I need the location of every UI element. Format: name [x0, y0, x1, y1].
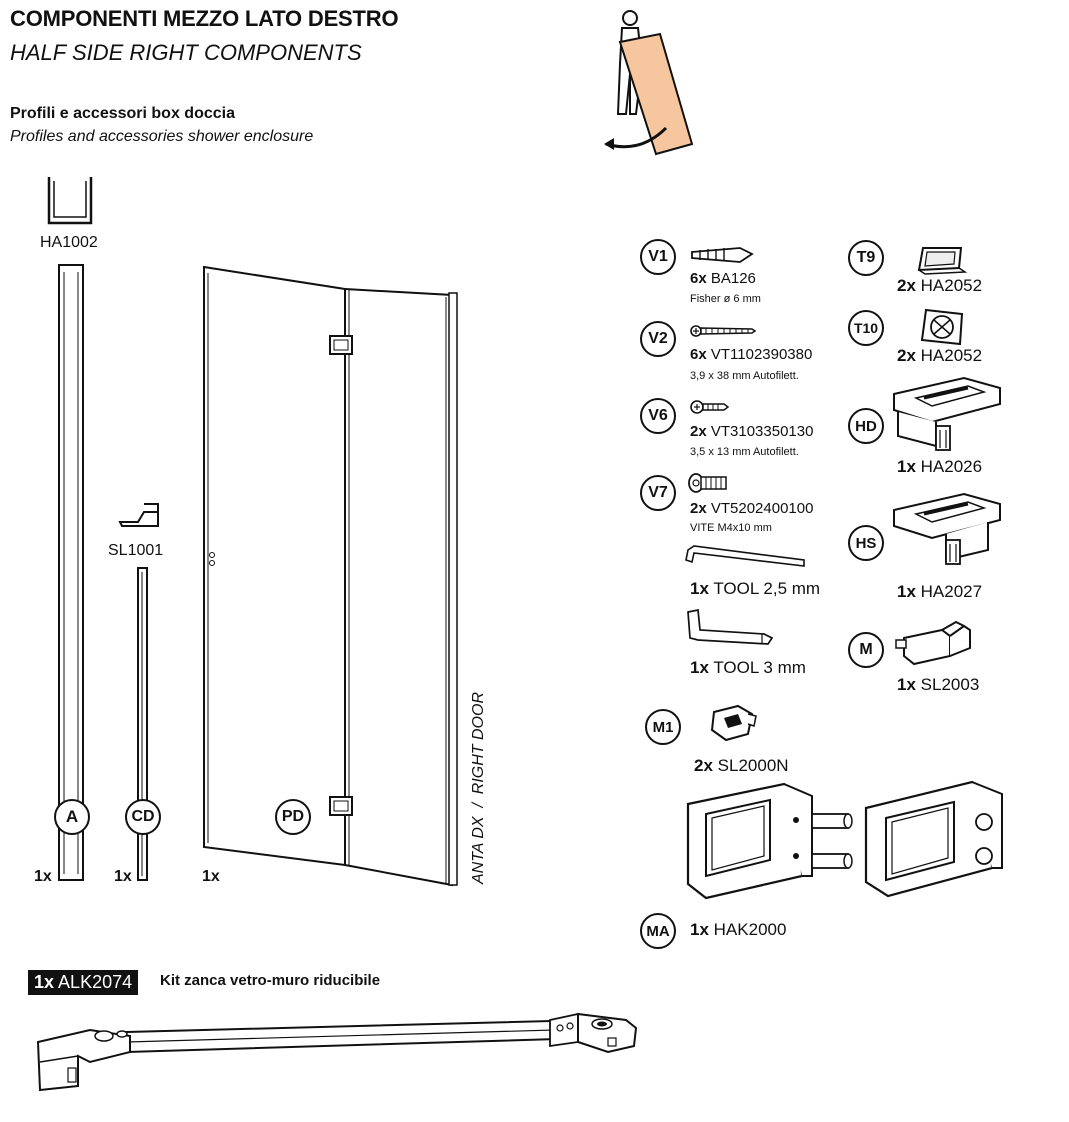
- handling-person-icon: [604, 10, 694, 156]
- v2-code: VT1102390380: [710, 346, 813, 363]
- right-door-drawing: [203, 265, 458, 887]
- tool25-code: TOOL 2,5 mm: [713, 579, 821, 598]
- t10-qty: 2x: [897, 346, 916, 365]
- sl1001-code: SL1001: [108, 542, 164, 559]
- label-v2: V2: [640, 321, 676, 357]
- ma-code: HAK2000: [713, 920, 787, 939]
- tool3-qty: 1x: [690, 658, 709, 677]
- allen-key-2-5-icon: [685, 545, 805, 567]
- t9-code: HA2052: [920, 276, 983, 295]
- v1-qty: 6x: [690, 270, 707, 287]
- v2-qty: 6x: [690, 346, 707, 363]
- end-cap-t10-icon: [920, 308, 964, 346]
- subtitle-it: Profili e accessori box doccia: [10, 105, 235, 122]
- label-v1: V1: [640, 239, 676, 275]
- tool25-qty: 1x: [690, 579, 709, 598]
- m1-code: SL2000N: [717, 756, 789, 775]
- label-t10: T10: [848, 310, 884, 346]
- v7-code: VT5202400100: [710, 500, 814, 517]
- label-ma: MA: [640, 913, 676, 949]
- hs-qty: 1x: [897, 582, 916, 601]
- door-qty: 1x: [202, 868, 220, 885]
- m-qty: 1x: [897, 675, 916, 694]
- v6-desc: 3,5 x 13 mm Autofilett.: [690, 446, 799, 458]
- v6-qty: 2x: [690, 423, 707, 440]
- ma-qty: 1x: [690, 920, 709, 939]
- kit-qty: 1x: [34, 972, 55, 992]
- hd-qty: 1x: [897, 457, 916, 476]
- v7-desc: VITE M4x10 mm: [690, 522, 772, 534]
- label-m1: M1: [645, 709, 681, 745]
- machine-screw-icon: [688, 473, 727, 493]
- v1-code: BA126: [710, 270, 756, 287]
- label-m: M: [848, 632, 884, 668]
- long-screw-icon: [690, 325, 757, 337]
- wall-bracket-right-icon: [864, 780, 1003, 898]
- v1-desc: Fisher ø 6 mm: [690, 293, 761, 305]
- m1-qty: 2x: [694, 756, 713, 775]
- label-a: A: [54, 799, 90, 835]
- m-code: SL2003: [920, 675, 980, 694]
- t9-qty: 2x: [897, 276, 916, 295]
- hinge-hd-icon: [893, 376, 1001, 451]
- glass-wall-bar-kit-icon: [36, 1012, 638, 1092]
- ha1002-qty: 1x: [34, 868, 52, 885]
- kit-desc: Kit zanca vetro-muro riducibile: [160, 972, 381, 989]
- wall-plug-icon: [691, 247, 754, 263]
- v6-code: VT3103350130: [710, 423, 814, 440]
- t10-code: HA2052: [920, 346, 983, 365]
- wall-bracket-left-icon: [686, 782, 853, 900]
- kit-code: ALK2074: [58, 972, 133, 992]
- allen-key-3-icon: [687, 608, 774, 645]
- short-screw-icon: [690, 400, 730, 414]
- subtitle-en: Profiles and accessories shower enclosur…: [10, 128, 314, 145]
- hd-code: HA2026: [920, 457, 983, 476]
- label-v7: V7: [640, 475, 676, 511]
- label-hs: HS: [848, 525, 884, 561]
- title-en: HALF SIDE RIGHT COMPONENTS: [10, 40, 362, 65]
- ha1002-profile-bar: [58, 264, 84, 881]
- label-t9: T9: [848, 240, 884, 276]
- v7-qty: 2x: [690, 500, 707, 517]
- sl1001-profile-bar: [137, 567, 148, 881]
- hs-code: HA2027: [920, 582, 983, 601]
- door-side-label: ANTA DX / RIGHT DOOR: [470, 691, 487, 884]
- label-hd: HD: [848, 408, 884, 444]
- end-cap-t9-icon: [917, 247, 968, 275]
- label-cd: CD: [125, 799, 161, 835]
- sl1001-qty: 1x: [114, 868, 132, 885]
- hinge-hs-icon: [893, 492, 1001, 565]
- ha1002-code: HA1002: [40, 234, 98, 251]
- label-v6: V6: [640, 398, 676, 434]
- ha1002-profile-section-icon: [47, 177, 93, 225]
- magnet-profile-m-icon: [895, 620, 971, 666]
- tool3-code: TOOL 3 mm: [713, 658, 806, 677]
- title-it: COMPONENTI MEZZO LATO DESTRO: [10, 6, 399, 31]
- label-pd: PD: [275, 799, 311, 835]
- gasket-clip-m1-icon: [710, 704, 757, 742]
- sl1001-profile-section-icon: [118, 503, 159, 527]
- v2-desc: 3,9 x 38 mm Autofilett.: [690, 370, 799, 382]
